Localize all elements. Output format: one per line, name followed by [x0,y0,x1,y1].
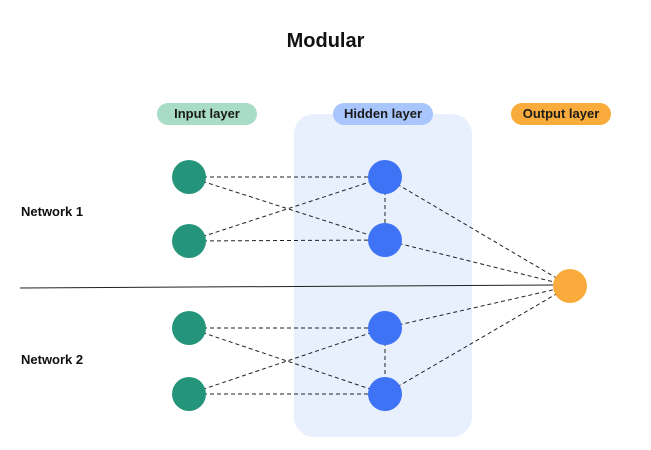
input-layer-label: Input layer [157,103,257,125]
input-node-n1-2 [172,224,206,258]
hidden-layer-label: Hidden layer [333,103,433,125]
diagram-title: Modular [286,30,365,52]
input-node-n2-1 [172,311,206,345]
edge-n2-h2-out [384,285,571,395]
edge-n2-h1-out [384,285,571,329]
edge-n1-in1-h2 [188,176,386,241]
edge-n1-h2-out [384,239,571,287]
network-2-label: Network 2 [21,352,84,367]
hidden-node-n1-2 [368,223,402,257]
input-node-n2-2 [172,377,206,411]
network-1-label: Network 1 [21,204,84,219]
nodes [172,160,587,411]
output-layer-label: Output layer [511,103,611,125]
output-node [553,269,587,303]
edge-n1-in2-h1 [188,176,386,242]
hidden-node-n1-1 [368,160,402,194]
hidden-node-n2-2 [368,377,402,411]
input-node-n1-1 [172,160,206,194]
connections [188,176,571,395]
network-divider [19,284,556,289]
edge-n1-in2-h2 [188,239,386,242]
hidden-node-n2-1 [368,311,402,345]
edge-n1-h1-out [384,176,571,287]
